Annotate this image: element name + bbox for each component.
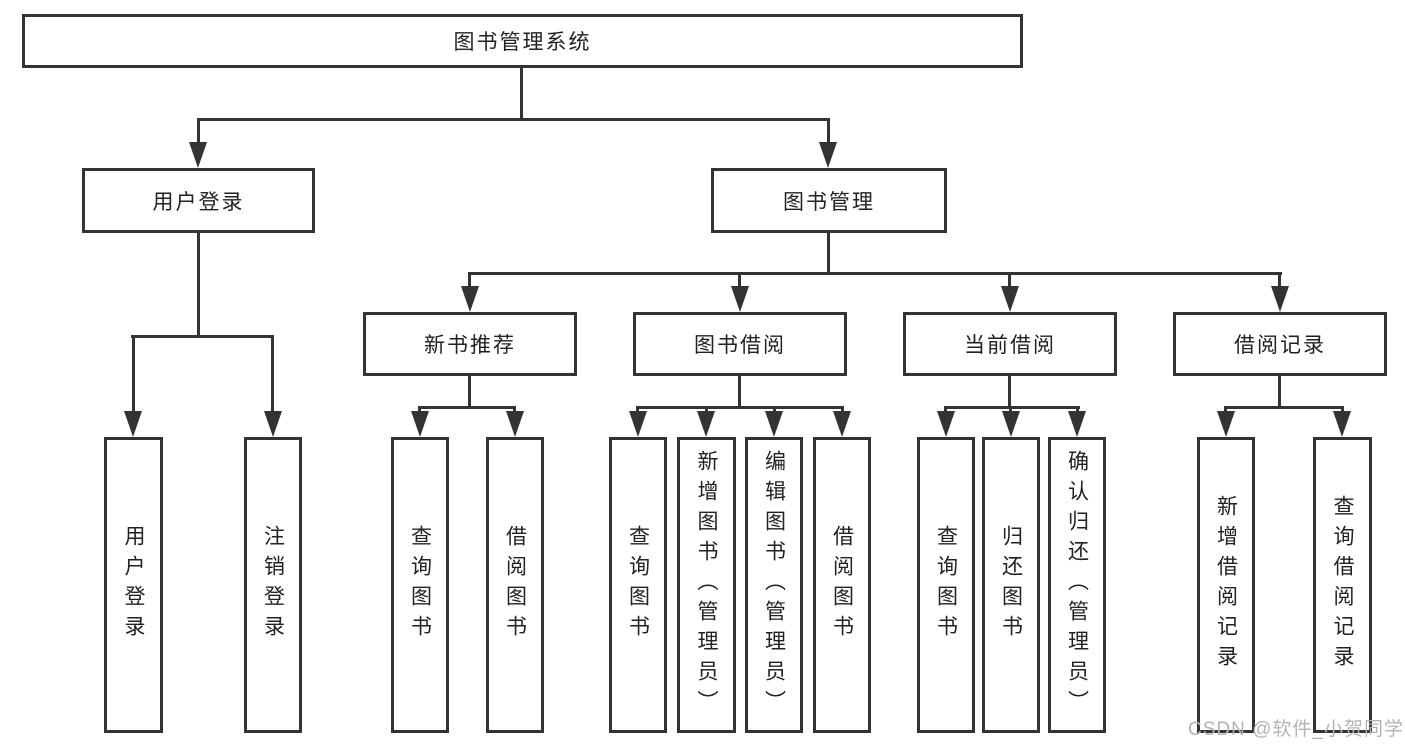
connector-level2-span — [197, 118, 830, 121]
arrowhead-leaf-d1 — [937, 411, 955, 437]
connector-leaf-b2-shaft — [513, 406, 516, 414]
connector-level3-span — [468, 272, 1282, 275]
arrowhead-new-books — [461, 286, 479, 312]
connector-leaf-c4-shaft — [841, 406, 844, 414]
connector-leaf-d2-shaft — [1009, 406, 1012, 414]
connector-borrow-records-span — [1224, 406, 1344, 409]
arrowhead-book-mgmt — [819, 142, 837, 168]
connector-root-stem — [520, 68, 523, 121]
connector-leaf-d3-shaft — [1076, 406, 1079, 414]
connector-user-login-stem — [197, 233, 200, 338]
leaf-add-books-admin: 新增图书（管理员） — [677, 437, 736, 733]
leaf-query-borrow-record: 查询借阅记录 — [1313, 437, 1372, 733]
node-root: 图书管理系统 — [22, 14, 1023, 68]
leaf-query-books-2: 查询图书 — [609, 437, 667, 733]
arrowhead-leaf-d3 — [1068, 411, 1086, 437]
connector-new-books-stem — [468, 376, 471, 409]
arrowhead-current-borrow — [1001, 286, 1019, 312]
node-borrow-records: 借阅记录 — [1173, 312, 1387, 376]
connector-leaf-e2-shaft — [1341, 406, 1344, 414]
arrowhead-leaf-c2 — [697, 411, 715, 437]
arrowhead-leaf-c3 — [765, 411, 783, 437]
connector-book-mgmt-stem — [827, 233, 830, 275]
connector-leaf-b1-shaft — [418, 406, 421, 414]
connector-book-borrow-stem — [738, 376, 741, 409]
connector-borrow-records-shaft — [1278, 272, 1281, 288]
connector-current-borrow-shaft — [1008, 272, 1011, 288]
node-new-books: 新书推荐 — [363, 312, 577, 376]
leaf-add-borrow-record: 新增借阅记录 — [1197, 437, 1255, 733]
connector-new-books-shaft — [468, 272, 471, 288]
node-book-mgmt: 图书管理 — [711, 168, 947, 233]
leaf-query-books-3: 查询图书 — [917, 437, 975, 733]
arrowhead-leaf-e2 — [1333, 411, 1351, 437]
connector-current-borrow-stem — [1008, 376, 1011, 409]
leaf-borrow-books-2: 借阅图书 — [813, 437, 871, 733]
connector-book-borrow-span — [636, 406, 844, 409]
leaf-edit-books-admin: 编辑图书（管理员） — [745, 437, 803, 733]
node-book-borrow: 图书借阅 — [633, 312, 847, 376]
arrowhead-leaf-b2 — [506, 411, 524, 437]
arrowhead-leaf-login — [124, 411, 142, 437]
arrowhead-leaf-c1 — [629, 411, 647, 437]
connector-book-mgmt-shaft — [827, 118, 830, 145]
arrowhead-borrow-records — [1271, 286, 1289, 312]
arrowhead-leaf-d2 — [1002, 411, 1020, 437]
leaf-user-login: 用户登录 — [104, 437, 163, 733]
watermark: CSDN @软件_小贺同学 — [1188, 719, 1404, 740]
connector-leaf-e1-shaft — [1224, 406, 1227, 414]
arrowhead-leaf-b1 — [411, 411, 429, 437]
leaf-query-books-1: 查询图书 — [391, 437, 449, 733]
arrowhead-user-login — [189, 142, 207, 168]
leaf-return-books: 归还图书 — [982, 437, 1040, 733]
arrowhead-leaf-e1 — [1217, 411, 1235, 437]
connector-book-borrow-shaft — [738, 272, 741, 288]
arrowhead-leaf-c4 — [833, 411, 851, 437]
connector-current-borrow-span — [944, 406, 1080, 409]
leaf-borrow-books-1: 借阅图书 — [486, 437, 544, 733]
connector-leaf-login-shaft — [132, 335, 135, 413]
node-user-login: 用户登录 — [82, 168, 315, 233]
connector-user-login-span — [131, 335, 274, 338]
connector-leaf-c2-shaft — [705, 406, 708, 414]
connector-borrow-records-stem — [1278, 376, 1281, 409]
connector-leaf-d1-shaft — [944, 406, 947, 414]
node-current-borrow: 当前借阅 — [903, 312, 1117, 376]
connector-leaf-logout-shaft — [271, 335, 274, 413]
leaf-logout: 注销登录 — [244, 437, 302, 733]
connector-new-books-span — [418, 406, 516, 409]
leaf-confirm-return-admin: 确认归还（管理员） — [1048, 437, 1106, 733]
connector-user-login-shaft — [197, 118, 200, 145]
connector-leaf-c1-shaft — [636, 406, 639, 414]
arrowhead-book-borrow — [731, 286, 749, 312]
connector-leaf-c3-shaft — [773, 406, 776, 414]
arrowhead-leaf-logout — [264, 411, 282, 437]
